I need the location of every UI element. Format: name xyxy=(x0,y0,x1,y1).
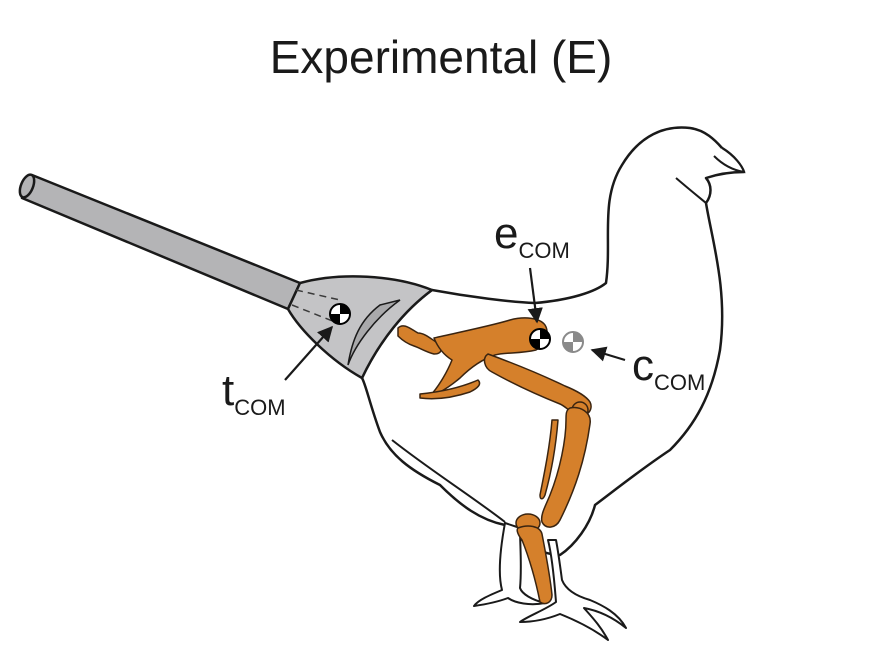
figure-title: Experimental (E) xyxy=(269,31,613,83)
chicken-body xyxy=(360,126,746,557)
experimental-com-marker xyxy=(529,328,551,350)
chicken-feet xyxy=(473,522,627,641)
e-com-arrow xyxy=(527,267,543,324)
control-com-marker xyxy=(562,331,584,353)
tail-cone xyxy=(286,275,434,380)
e-com-label: eCOM xyxy=(494,209,570,263)
tail-rod xyxy=(18,173,302,311)
t-com-label: tCOM xyxy=(222,366,286,420)
c-com-arrow xyxy=(590,346,626,362)
t-com-arrow xyxy=(284,325,334,381)
leg-bones xyxy=(397,317,592,605)
c-com-label: cCOM xyxy=(632,341,705,395)
tail-com-marker xyxy=(329,303,351,325)
